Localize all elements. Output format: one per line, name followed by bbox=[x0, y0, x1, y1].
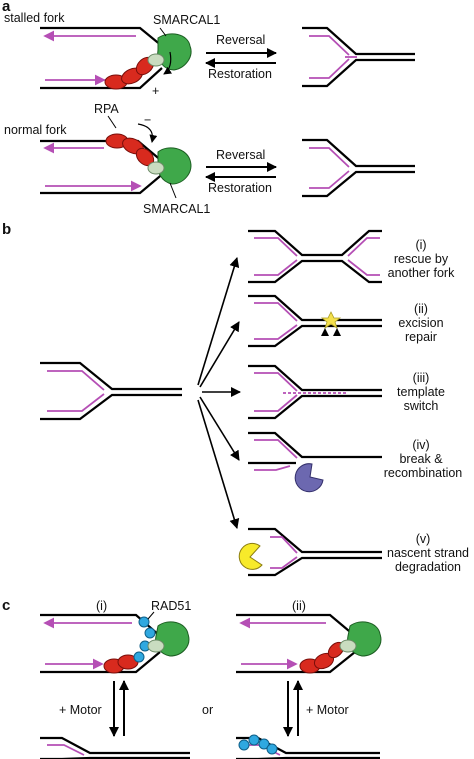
panel-a: a stalled fork SMARCAL1 + bbox=[2, 0, 415, 216]
rpa-complex bbox=[105, 133, 155, 167]
panel-b: b bbox=[2, 221, 469, 577]
or-label: or bbox=[202, 703, 213, 717]
panel-b-label: b bbox=[2, 221, 11, 238]
stalled-fork-label: stalled fork bbox=[4, 11, 65, 25]
outcome-i-line2: another fork bbox=[388, 266, 455, 280]
outcome-iv-line2: recombination bbox=[384, 466, 463, 480]
stalled-fork-rad51-i bbox=[40, 611, 190, 674]
outcome-iv-line1: break & bbox=[399, 452, 443, 466]
stalled-fork-rpa-ii bbox=[236, 613, 382, 674]
outcome-arrows bbox=[197, 257, 241, 529]
rad51-protomer-icon bbox=[144, 627, 156, 639]
reversal-label-2: Reversal bbox=[216, 148, 265, 162]
normal-fork-diagram: − bbox=[40, 113, 192, 199]
outcome-ii-line2: repair bbox=[405, 330, 437, 344]
motor-label-right: + Motor bbox=[306, 703, 349, 717]
panel-c-sub-ii: (ii) bbox=[292, 599, 306, 613]
outcome-v-line2: degradation bbox=[395, 560, 461, 574]
reversed-fork-result-ii bbox=[236, 734, 380, 759]
outcome-v-line1: nascent strand bbox=[387, 546, 469, 560]
motor-arrows-left: + Motor bbox=[59, 680, 129, 737]
rad51-protomer-icon bbox=[266, 743, 278, 755]
rad51-label: RAD51 bbox=[151, 599, 191, 613]
rad51-protomer-icon bbox=[138, 616, 150, 628]
reversal-label-1: Reversal bbox=[216, 33, 265, 47]
outcome-break-recombination bbox=[248, 431, 382, 493]
progressing-fork-diagram bbox=[302, 138, 415, 198]
motor-arrows-right: + Motor bbox=[283, 680, 349, 737]
nuclease-pacman-icon bbox=[294, 463, 324, 493]
smarcal1-protein bbox=[147, 147, 192, 185]
outcome-labels: (i) rescue by another fork (ii) excision… bbox=[384, 238, 469, 574]
degrading-nuclease-pacman-icon bbox=[238, 542, 263, 570]
rpa-label: RPA bbox=[94, 102, 119, 116]
outcome-nascent-degradation bbox=[238, 527, 382, 577]
outcome-iii-number: (iii) bbox=[413, 371, 430, 385]
restoration-label-2: Restoration bbox=[208, 181, 272, 195]
smarcal1-label-bottom: SMARCAL1 bbox=[143, 202, 210, 216]
panel-c: c (i) (ii) RAD51 bbox=[2, 597, 382, 759]
outcome-rescue-fork bbox=[248, 229, 382, 284]
rad51-protomer-icon bbox=[258, 738, 270, 750]
plus-sign: + bbox=[152, 84, 159, 98]
outcome-i-number: (i) bbox=[415, 238, 426, 252]
restoration-label-1: Restoration bbox=[208, 67, 272, 81]
outcome-iii-line1: template bbox=[397, 385, 445, 399]
smarcal1-protein bbox=[147, 33, 192, 71]
panel-a-label: a bbox=[2, 0, 11, 15]
outcome-ii-line1: excision bbox=[398, 316, 443, 330]
panel-c-sub-i: (i) bbox=[96, 599, 107, 613]
rad51-protomer-icon bbox=[248, 734, 260, 746]
outcome-iii-line2: switch bbox=[404, 399, 439, 413]
outcome-i-line1: rescue by bbox=[394, 252, 449, 266]
outcome-ii-number: (ii) bbox=[414, 302, 428, 316]
smarcal1-label-top: SMARCAL1 bbox=[153, 13, 220, 27]
rad51-protomer-icon bbox=[133, 651, 145, 663]
reversal-arrows-1: Reversal Restoration bbox=[205, 33, 277, 81]
normal-fork-label: normal fork bbox=[4, 123, 67, 137]
outcome-v-number: (v) bbox=[416, 532, 431, 546]
outcome-iv-number: (iv) bbox=[412, 438, 429, 452]
panel-c-label: c bbox=[2, 597, 10, 614]
stalled-fork-diagram: + bbox=[40, 26, 192, 98]
outcome-template-switch bbox=[248, 364, 382, 420]
reversed-fork-diagram-1 bbox=[302, 26, 415, 88]
motor-label-left: + Motor bbox=[59, 703, 102, 717]
dna-lesion-icon bbox=[320, 311, 342, 329]
reversed-fork-result-i bbox=[40, 736, 190, 759]
central-stalled-fork bbox=[40, 361, 182, 421]
rad51-protomer-icon bbox=[238, 739, 250, 751]
reversal-arrows-2: Reversal Restoration bbox=[205, 148, 277, 195]
minus-sign: − bbox=[144, 113, 151, 127]
outcome-excision-repair bbox=[248, 294, 382, 348]
